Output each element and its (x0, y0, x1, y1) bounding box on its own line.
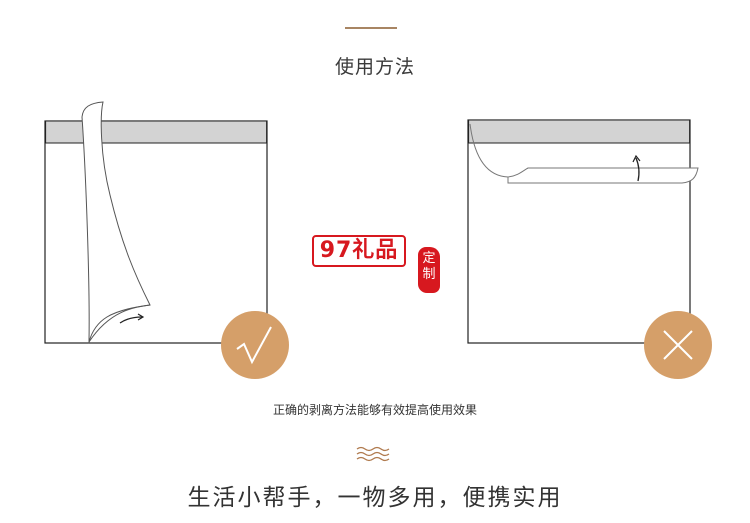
wave-divider-icon (356, 446, 390, 462)
seal-char: 定 (422, 251, 436, 266)
incorrect-badge (644, 311, 712, 379)
seal-char: 制 (422, 267, 436, 282)
cross-icon (663, 330, 693, 360)
slogan: 生活小帮手，一物多用，便携实用 (187, 485, 563, 511)
section-title: 使用方法 (334, 56, 415, 78)
usage-caption: 正确的剥离方法能够有效提高使用效果 (272, 403, 477, 417)
seal-stamp: 定 制 (418, 247, 440, 293)
brand-logo: 97礼品 (312, 235, 406, 267)
correct-peel-illustration (44, 101, 268, 344)
correct-badge (221, 311, 289, 379)
checkmark-icon (236, 326, 272, 365)
wrong-peel-illustration (467, 119, 699, 344)
decorative-rule (345, 27, 397, 29)
